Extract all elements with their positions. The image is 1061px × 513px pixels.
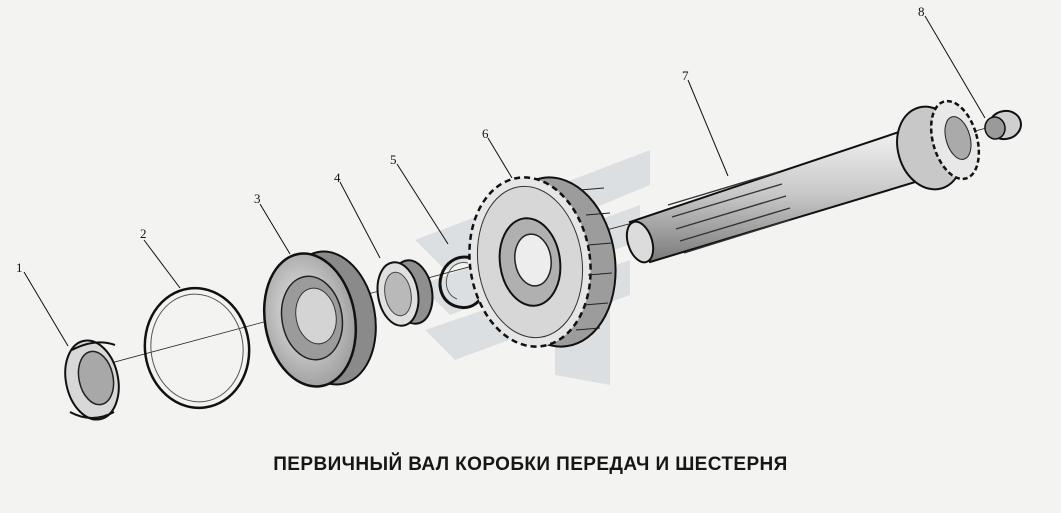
leader-5: [396, 163, 449, 245]
part-4-sleeve: [376, 259, 434, 327]
part-3-ball-bearing: [262, 250, 377, 388]
part-7-input-shaft: [625, 99, 981, 264]
figure-caption: ПЕРВИЧНЫЙ ВАЛ КОРОБКИ ПЕРЕДАЧ И ШЕСТЕРНЯ: [273, 454, 788, 475]
leader-6: [487, 137, 513, 179]
callout-5: 5: [390, 152, 397, 167]
callout-7: 7: [682, 68, 689, 83]
leader-lines: [23, 15, 986, 347]
callout-2: 2: [140, 226, 147, 241]
leader-3: [259, 203, 291, 255]
part-2-snap-ring: [143, 286, 251, 410]
part-1-bearing-race: [64, 339, 120, 421]
callout-6: 6: [482, 126, 489, 141]
leader-1: [23, 271, 69, 347]
callout-3: 3: [254, 191, 261, 206]
callout-8: 8: [918, 4, 925, 19]
callout-4: 4: [334, 170, 341, 185]
leader-4: [339, 181, 381, 259]
leader-8: [924, 15, 986, 119]
leader-7: [687, 79, 729, 177]
part-8-pilot-bearing: [984, 109, 1022, 141]
leader-2: [143, 239, 181, 289]
callout-1: 1: [16, 260, 23, 275]
part-6-gear: [468, 176, 617, 348]
